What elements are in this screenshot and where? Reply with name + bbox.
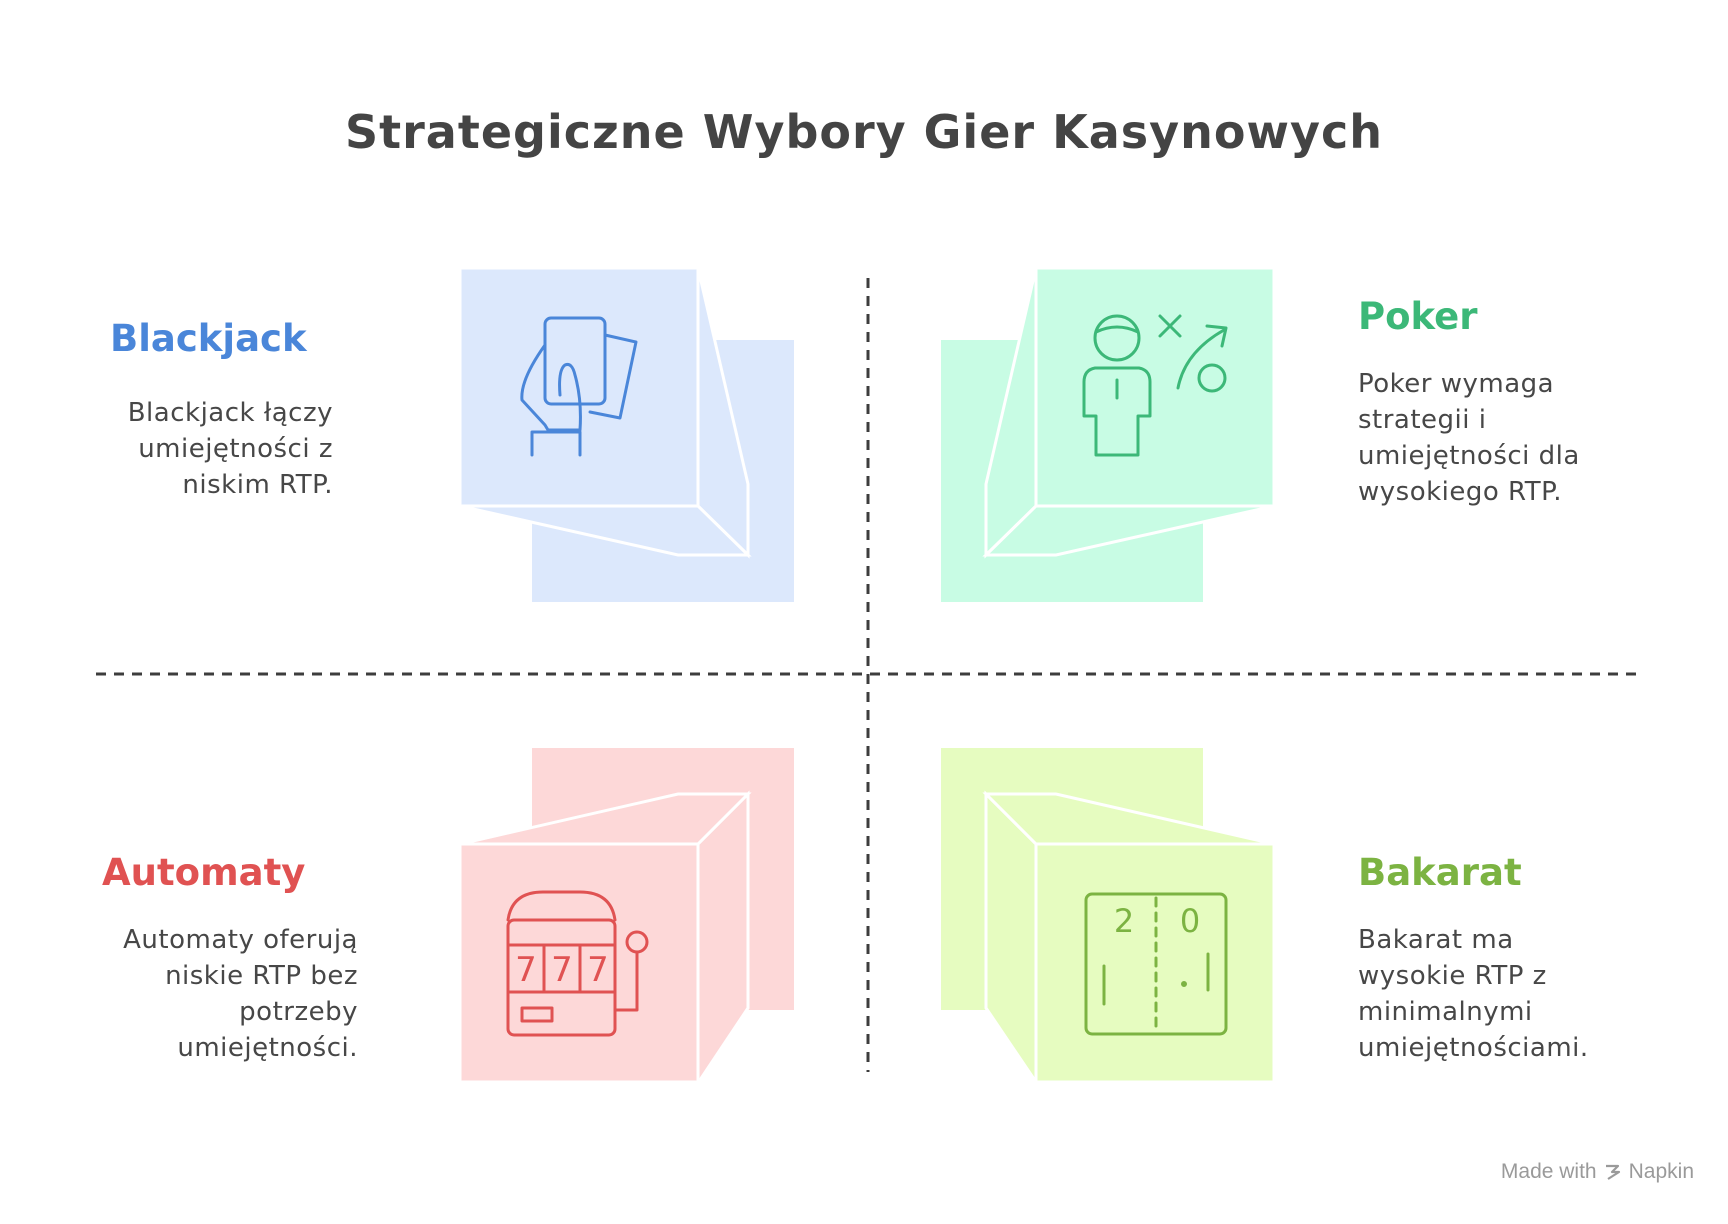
automaty-line: niskie RTP bez	[165, 961, 358, 991]
poker-line: wysokiego RTP.	[1358, 477, 1563, 507]
blackjack-line: niskim RTP.	[182, 470, 333, 500]
poker-line: strategii i	[1358, 405, 1487, 435]
slot-reel-2: 7	[551, 950, 573, 990]
automaty-line: potrzeby	[239, 997, 358, 1027]
blackjack-line: umiejętności z	[138, 434, 333, 464]
strategy-player-icon	[1082, 314, 1228, 457]
diagram-title: Strategiczne Wybory Gier Kasynowych	[345, 105, 1383, 159]
bakarat-description: Bakarat ma wysokie RTP z minimalnymi umi…	[1358, 922, 1589, 1066]
poker-line: Poker wymaga	[1358, 369, 1555, 399]
automaty-description: Automaty oferują niskie RTP bez potrzeby…	[123, 922, 358, 1066]
slot-reel-1: 7	[515, 950, 537, 990]
napkin-watermark[interactable]: Made with Napkin	[1501, 1160, 1694, 1184]
automaty-line: Automaty oferują	[123, 925, 358, 955]
slot-reels: 7 7 7	[515, 950, 609, 990]
watermark-prefix: Made with	[1500, 1160, 1597, 1183]
scoreboard-left-score: 2	[1114, 902, 1134, 940]
poker-front-square	[1034, 266, 1276, 508]
scoreboard-right-score: 0	[1180, 902, 1200, 940]
bakarat-line: Bakarat ma	[1358, 925, 1514, 955]
napkin-logo-icon	[1605, 1164, 1620, 1180]
bakarat-line: wysokie RTP z	[1358, 961, 1547, 991]
blackjack-cube	[458, 266, 794, 602]
blackjack-line: Blackjack łączy	[127, 398, 333, 428]
automaty-heading: Automaty	[102, 851, 306, 894]
poker-heading: Poker	[1358, 295, 1478, 338]
bakarat-line: minimalnymi	[1358, 997, 1533, 1027]
hand-holding-cards-icon	[520, 316, 638, 457]
blackjack-description: Blackjack łączy umiejętności z niskim RT…	[128, 395, 333, 503]
slot-machine-icon	[506, 890, 649, 1037]
watermark-brand: Napkin	[1628, 1160, 1694, 1183]
poker-description: Poker wymaga strategii i umiejętności dl…	[1358, 366, 1580, 510]
automaty-line: umiejętności.	[177, 1033, 358, 1063]
blackjack-heading: Blackjack	[110, 317, 307, 360]
bakarat-line: umiejętnościami.	[1358, 1033, 1589, 1063]
scoreboard-icon	[1084, 892, 1228, 1036]
bakarat-heading: Bakarat	[1358, 851, 1522, 894]
poker-cube	[941, 266, 1276, 602]
slot-reel-3: 7	[587, 950, 609, 990]
poker-line: umiejętności dla	[1358, 441, 1580, 471]
